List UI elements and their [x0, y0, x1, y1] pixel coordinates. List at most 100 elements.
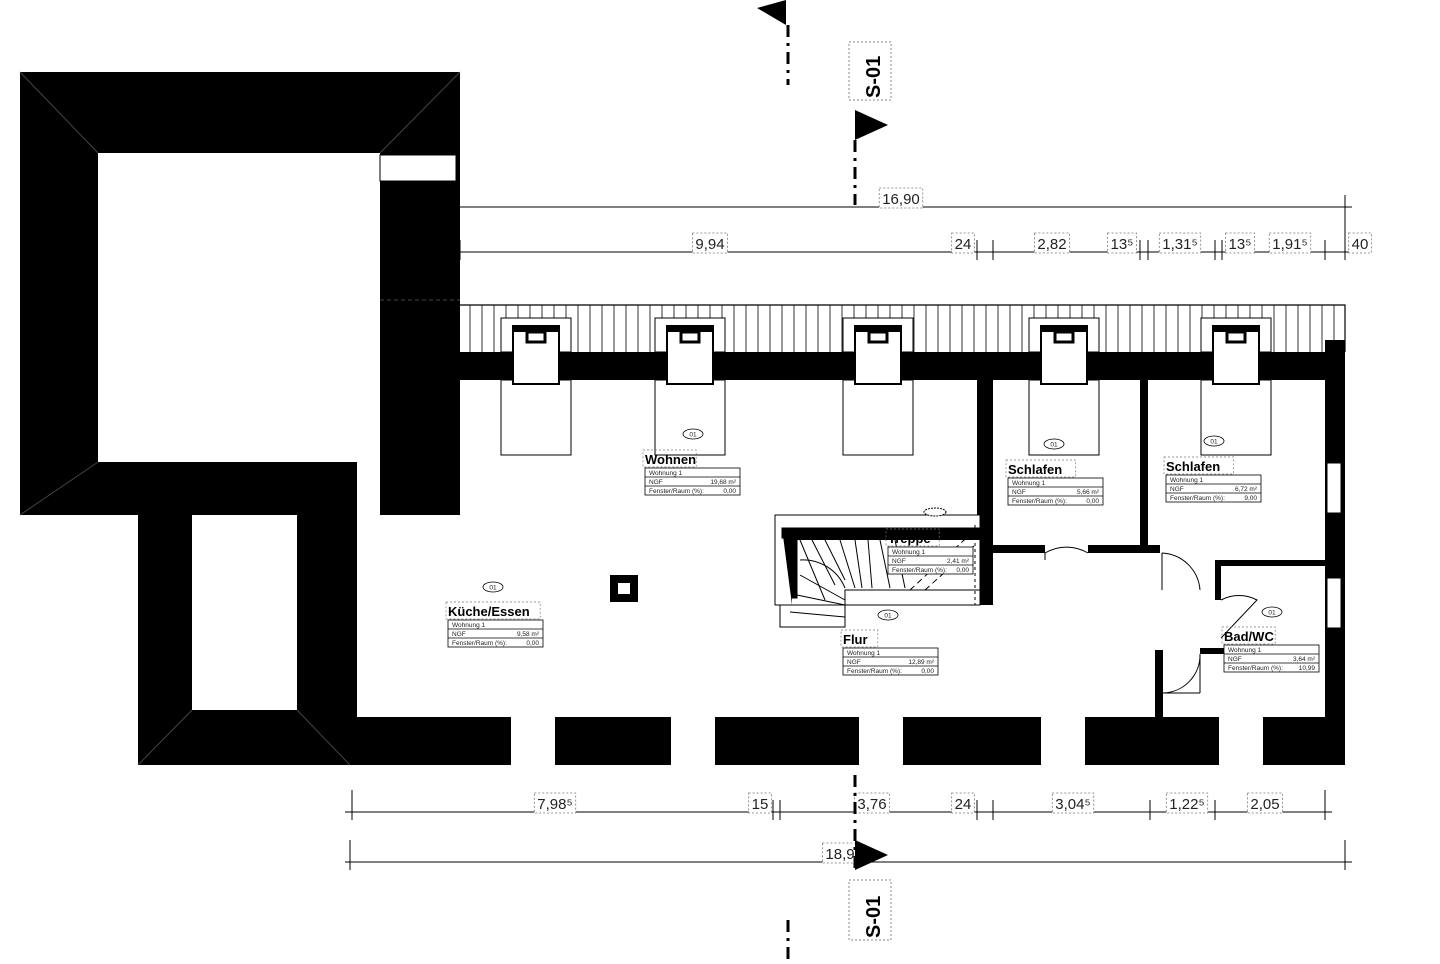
room-unit: Wohnung 1: [649, 470, 683, 477]
room-ngf-label: NGF: [847, 659, 861, 666]
room-unit: Wohnung 1: [892, 549, 926, 556]
room-ngf: 6,72 m²: [1235, 486, 1258, 493]
room-tag: [1261, 606, 1283, 618]
room-ngf: 19,68 m²: [710, 479, 736, 486]
dormer-window: [500, 317, 572, 456]
dimension-value: 7,98⁵: [537, 796, 572, 813]
dormer-window: [842, 317, 914, 456]
window: [671, 717, 715, 765]
room-unit: Wohnung 1: [1012, 480, 1046, 487]
dimension-value: 40: [1352, 236, 1369, 253]
room-name: Flur: [843, 632, 868, 647]
room-tag: [877, 609, 899, 621]
window: [1219, 717, 1263, 765]
dimension-lines: [345, 195, 1352, 870]
room-tag-text: 01: [1210, 439, 1218, 446]
room-name: Schlafen: [1166, 459, 1220, 474]
dimension-label: 13⁵: [1107, 232, 1137, 254]
room-unit: Wohnung 1: [847, 650, 881, 657]
dimension-label: 15: [748, 792, 772, 814]
room-name: Bad/WC: [1224, 629, 1274, 644]
dimension-value: 9,94: [695, 236, 724, 253]
dormer-window: [1028, 317, 1100, 456]
east-window-2: [1326, 577, 1342, 629]
dormer-window: [1200, 317, 1272, 456]
room-ngf: 9,58 m²: [517, 631, 540, 638]
room-ngf: 5,66 m²: [1077, 489, 1100, 496]
room-fenster: 0,00: [956, 567, 969, 574]
room-tag-text: 01: [489, 585, 497, 592]
room-name: Wohnen: [645, 452, 696, 467]
room-fenster-label: Fenster/Raum (%):: [1012, 498, 1067, 505]
room-fenster: 10,99: [1299, 665, 1316, 672]
window: [1041, 717, 1085, 765]
room-ngf-label: NGF: [1170, 486, 1184, 493]
dimension-label: 40: [1348, 232, 1372, 254]
room-tag: [682, 428, 704, 440]
dimension-value: 2,05: [1250, 796, 1279, 813]
dimension-label: 24: [951, 792, 975, 814]
dimension-value: 3,04⁵: [1055, 796, 1090, 813]
room-fenster-label: Fenster/Raum (%):: [1228, 665, 1283, 672]
room-fenster-label: Fenster/Raum (%):: [1170, 495, 1225, 502]
room-ngf-label: NGF: [1228, 656, 1242, 663]
room-tag: [1043, 438, 1065, 450]
dimension-value: 16,90: [882, 191, 920, 208]
section-label-top: S-01: [863, 56, 885, 98]
room-name: Treppe: [888, 531, 931, 546]
left-wall: [350, 515, 357, 765]
section-flag-icon: [855, 110, 888, 140]
bottom-wall: [350, 717, 1345, 765]
dimension-value: 1,31⁵: [1162, 236, 1197, 253]
window: [859, 717, 903, 765]
room-fenster: 0,00: [1086, 498, 1099, 505]
dimension-label: 16,90: [878, 187, 924, 209]
room-unit: Wohnung 1: [452, 622, 486, 629]
room-ngf-label: NGF: [452, 631, 466, 638]
room-fenster-label: Fenster/Raum (%):: [649, 488, 704, 495]
room-tag: [1203, 435, 1225, 447]
room-fenster: 9,00: [1244, 495, 1257, 502]
dimension-value: 15: [752, 796, 769, 813]
room-fenster-label: Fenster/Raum (%):: [892, 567, 947, 574]
room-fenster-label: Fenster/Raum (%):: [847, 668, 902, 675]
dimension-label: 18,9: [821, 842, 859, 864]
dimension-label: 1,22⁵: [1165, 792, 1209, 814]
dimension-label: 1,91⁵: [1268, 232, 1312, 254]
room-fenster: 0,00: [723, 488, 736, 495]
room-ngf: 3,64 m²: [1293, 656, 1316, 663]
room-tag-text: 01: [884, 613, 892, 620]
dimension-value: 1,91⁵: [1272, 236, 1307, 253]
doors: [1044, 546, 1258, 694]
dimension-label: 2,82: [1033, 232, 1071, 254]
interior-walls: [977, 380, 1325, 717]
room-fenster: 0,00: [526, 640, 539, 647]
room-unit: Wohnung 1: [1228, 647, 1262, 654]
dimension-label: 13⁵: [1225, 232, 1255, 254]
east-window-1: [1326, 462, 1342, 514]
room-fenster: 0,00: [921, 668, 934, 675]
dimension-label: 3,04⁵: [1051, 792, 1095, 814]
dormers: [500, 317, 1272, 456]
dormer-window: [654, 317, 726, 456]
room-ngf-label: NGF: [892, 558, 906, 565]
dimension-value: 3,76: [857, 796, 886, 813]
chimney: [610, 575, 638, 602]
dimension-value: 13⁵: [1111, 236, 1134, 253]
tower-east-wall: [380, 305, 460, 515]
window: [511, 717, 555, 765]
room-unit: Wohnung 1: [1170, 477, 1204, 484]
wing-walls: [137, 515, 357, 766]
room-ngf: 2,41 m²: [947, 558, 970, 565]
room-tag: [482, 581, 504, 593]
room-tag-text: 01: [1050, 442, 1058, 449]
section-label-bottom: S-01: [863, 896, 885, 938]
dimension-label: 7,98⁵: [533, 792, 577, 814]
dimension-value: 24: [955, 236, 972, 253]
